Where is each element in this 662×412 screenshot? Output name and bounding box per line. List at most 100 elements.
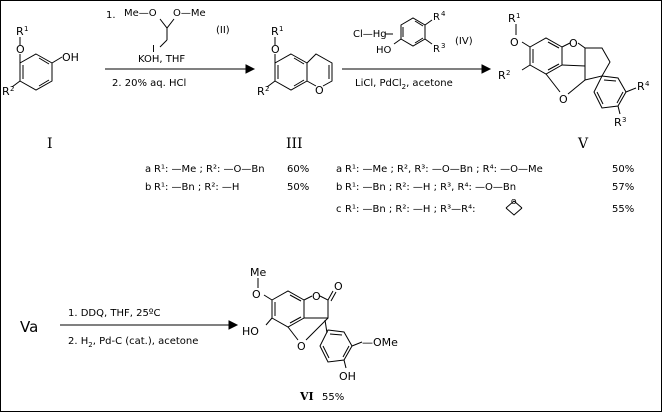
oxygen-label: O [16, 43, 25, 56]
r1-label: R [271, 25, 279, 38]
reagent-IV-label: (IV) [455, 36, 473, 47]
table-V-row-b-yield: 57% [612, 182, 634, 193]
ring-double-bond [38, 57, 50, 65]
table-III-row-a-id: a [145, 164, 151, 175]
iodo-label: I [152, 44, 155, 55]
arrowhead-1 [245, 64, 256, 74]
reagent-IV-structure: Cl—Hg HO R 4 R 3 (IV) [353, 10, 473, 56]
acetal-bonds [159, 18, 175, 29]
reagent-II-methoxy-right: O—Me [173, 8, 206, 19]
lactone-oxygen: O [312, 290, 321, 303]
table-V-row-b-text: R¹: —Bn ; R²: —H ; R³, R⁴: —O—Bn [345, 182, 516, 193]
compound-label-I: I [47, 136, 53, 152]
ring-double-bond [547, 41, 560, 49]
furan-oxygen: O [559, 93, 568, 106]
compound-label-Va: Va [20, 318, 38, 336]
furan-oxygen: O [297, 340, 306, 353]
r1-label: R [508, 12, 516, 25]
lactone-bond [303, 295, 313, 301]
ring-double-bond [293, 57, 305, 65]
reagent-II-methoxy-left: Me—O [124, 8, 157, 19]
table-V-row-c-yield: 55% [612, 204, 634, 215]
step-VI-2-conditions: 2. H2, Pd-C (cat.), acetone [68, 336, 198, 349]
compound-label-V: V [577, 136, 589, 152]
arrowhead-2 [481, 64, 492, 74]
substituent-table-III: a R¹: —Me ; R²: —O—Bn 60% b R¹: —Bn ; R²… [145, 164, 309, 193]
ring-B [561, 42, 586, 67]
ring-double-bond [603, 79, 617, 82]
methyl-label: Me [250, 266, 266, 279]
chloromercury-label: Cl—Hg [353, 29, 387, 40]
benzene-ring-I [19, 53, 53, 91]
table-V-row-a-text: R¹: —Me ; R², R³: —O—Bn ; R⁴: —O—Me [345, 164, 543, 175]
compound-V-structure: O O O R 1 R 2 R 4 R 3 [498, 12, 650, 129]
ring-double-bond [616, 91, 624, 104]
r2-superscript: 2 [10, 85, 14, 93]
bond-ome [351, 341, 363, 347]
bond-o [263, 294, 273, 301]
pyran-ring [306, 53, 333, 87]
compound-I-structure: OH O R 1 R 2 [2, 25, 79, 98]
methoxy-label-right: —OMe [362, 336, 398, 349]
bond-ho [393, 38, 402, 45]
ring-C [584, 47, 611, 81]
table-V-row-a-id: a [336, 164, 342, 175]
ring-double-bond [414, 37, 424, 44]
ring-B-bond [561, 42, 571, 48]
r2-label: R [2, 85, 10, 98]
ring-double-bond [414, 20, 424, 27]
bond-r2 [521, 64, 531, 71]
benzene-ring-III [274, 53, 308, 91]
r2-label: R [498, 69, 506, 82]
step-VI-1-conditions: 1. DDQ, THF, 25ºC [68, 308, 161, 319]
bond-r2 [11, 80, 21, 88]
arrowhead-3 [228, 320, 239, 330]
r4-label: R [637, 80, 645, 93]
r1-superscript: 1 [24, 25, 28, 33]
ring-double-bond [329, 333, 343, 336]
bond-r3 [617, 105, 621, 115]
r2-superscript: 2 [265, 85, 269, 93]
table-V-row-c-id: c [336, 204, 342, 215]
r1-superscript: 1 [516, 12, 520, 20]
ring-double-bond [289, 316, 302, 324]
carbonyl-bond [327, 290, 334, 301]
table-III-row-b-id: b [145, 182, 151, 193]
ring-double-bond [547, 63, 560, 71]
r1-label: R [16, 25, 24, 38]
carbonyl-oxygen: O [334, 280, 343, 293]
r1-superscript: 1 [279, 25, 283, 33]
table-III-row-b-text: R¹: —Bn ; R²: —H [154, 182, 239, 193]
r3-superscript: 3 [622, 116, 626, 124]
bond-o [521, 41, 531, 48]
table-V-row-b-id: b [336, 182, 342, 193]
table-III-row-b-yield: 50% [287, 182, 309, 193]
pyran-oxygen: O [315, 84, 324, 97]
r2-label: R [257, 85, 265, 98]
product-VI-yield: 55% [322, 392, 344, 403]
step1-conditions: KOH, THF [138, 54, 185, 65]
bond-oh [51, 56, 63, 64]
hydroxyl-label: HO [376, 45, 392, 56]
reagent-II-structure: 1. Me—O O—Me I (II) [106, 8, 230, 55]
ring-A [529, 37, 563, 75]
furan-double-bond [324, 319, 328, 334]
dioxolane-ring [505, 200, 523, 209]
r3-label: R [433, 44, 440, 55]
ring-double-bond [289, 294, 302, 302]
table-V-row-c-text: R¹: —Bn ; R²: —H ; R³—R⁴: [345, 204, 475, 215]
reagent-II-label: (II) [216, 25, 230, 36]
bond-oh [343, 359, 347, 369]
dioxolane-ring [505, 207, 523, 216]
hydroxyl-label-bottom: OH [339, 370, 356, 383]
carbonyl-bond [330, 291, 337, 302]
ring-C-bond [567, 79, 586, 95]
chain-bond [159, 39, 168, 48]
bond-r3 [424, 38, 433, 45]
r4-superscript: 4 [645, 80, 650, 88]
bond-r2 [266, 80, 276, 88]
ring-A [271, 290, 305, 328]
furan-bond [305, 317, 329, 341]
table-III-row-a-yield: 60% [287, 164, 309, 175]
